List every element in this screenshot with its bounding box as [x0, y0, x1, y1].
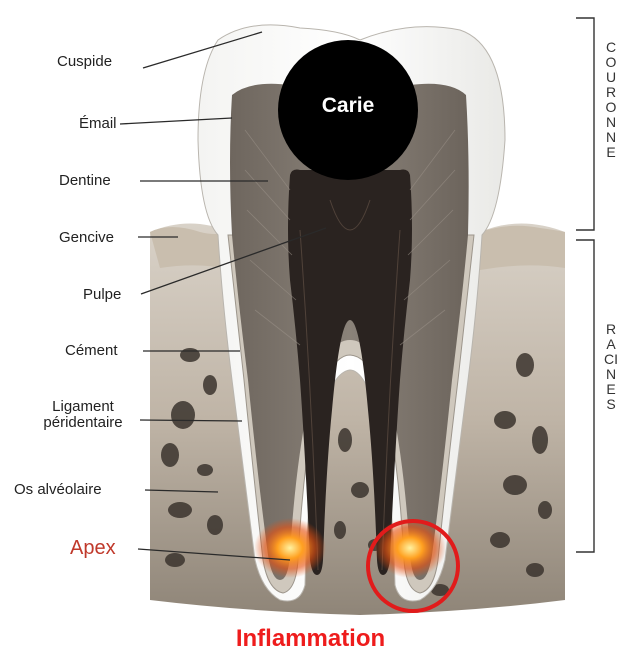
label-ligament-line1: Ligament — [25, 398, 141, 415]
label-carie: Carie — [282, 94, 414, 118]
bracket-label-racines: RACINES — [604, 322, 618, 412]
label-apex: Apex — [70, 537, 116, 559]
label-gencive: Gencive — [59, 229, 114, 246]
section-brackets — [576, 18, 594, 552]
label-inflammation: Inflammation — [0, 625, 621, 653]
bracket-label-couronne: COURONNE — [604, 40, 618, 160]
label-pulpe: Pulpe — [83, 286, 121, 303]
label-os-alveolaire: Os alvéolaire — [14, 481, 102, 498]
label-dentine: Dentine — [59, 172, 111, 189]
label-ligament-line2: péridentaire — [25, 414, 141, 431]
label-email: Émail — [79, 115, 117, 132]
label-cement: Cément — [65, 342, 118, 359]
label-cuspide: Cuspide — [57, 53, 112, 70]
